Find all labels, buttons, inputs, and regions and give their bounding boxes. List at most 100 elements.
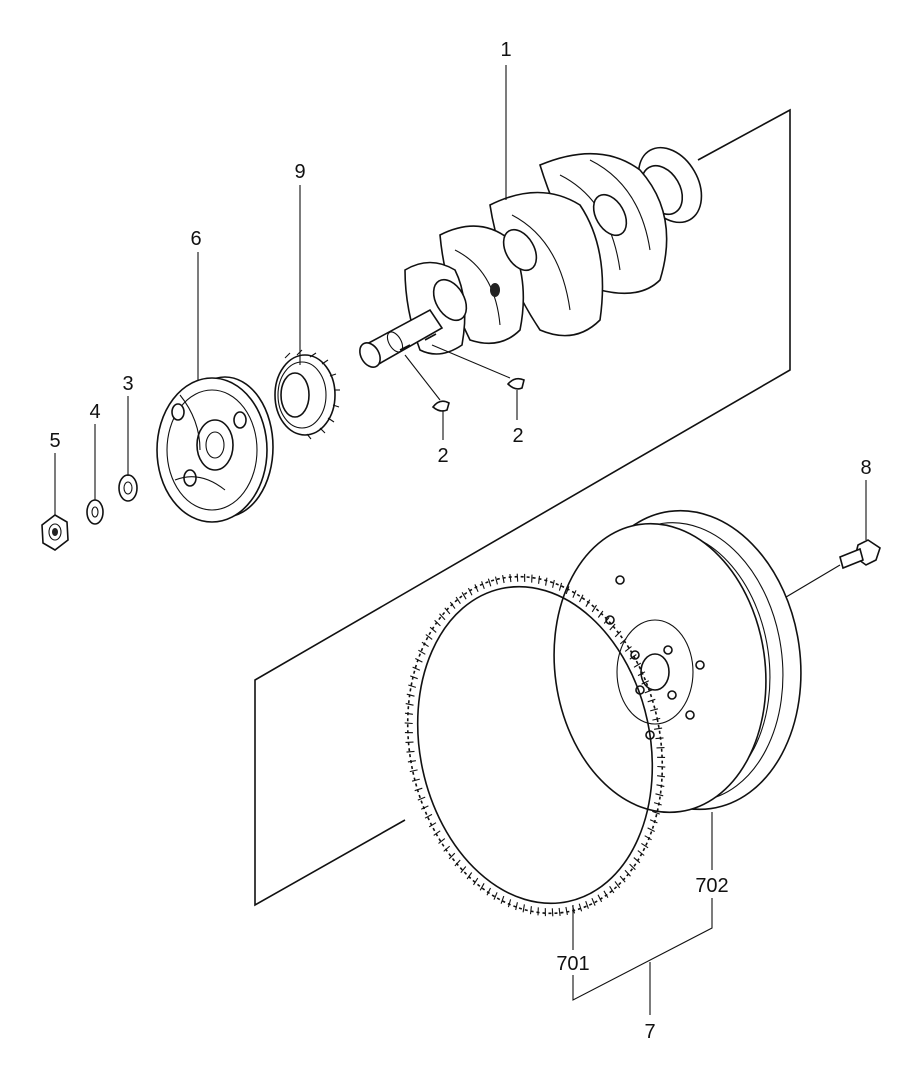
ring-gear-tooth	[409, 769, 418, 773]
ring-gear-tooth	[641, 842, 649, 849]
ring-gear-tooth	[509, 574, 512, 583]
ring-gear-tooth	[438, 838, 446, 844]
callout-5: 5	[49, 430, 60, 452]
callout-8: 8	[860, 457, 871, 479]
ring-gear-tooth	[461, 592, 467, 600]
callout-labels: 1 9 6 3 4 5 2 2 8 702 701 7	[49, 39, 871, 1043]
ring-gear-tooth	[578, 903, 583, 912]
crankshaft	[359, 146, 703, 401]
ring-gear-tooth	[558, 907, 561, 916]
ring-gear-tooth	[516, 573, 519, 582]
ring-gear-tooth	[609, 886, 615, 894]
ring-gear-tooth	[406, 750, 415, 753]
ring-gear-tooth	[434, 619, 441, 627]
ring-gear-tooth	[411, 778, 420, 782]
callout-1: 1	[500, 39, 511, 61]
callout-3: 3	[122, 373, 133, 395]
ring-gear-tooth	[502, 574, 505, 584]
ring-gear-tooth	[579, 594, 584, 603]
ring-gear-tooth	[444, 607, 451, 615]
ring-gear-tooth	[433, 830, 441, 836]
ring-gear-tooth	[652, 717, 661, 721]
ring-gear-tooth	[494, 576, 498, 585]
ring-gear-tooth	[637, 671, 646, 677]
ring-gear	[404, 573, 666, 917]
ring-gear-tooth	[644, 835, 652, 841]
ring-gear-tooth	[538, 575, 541, 584]
callout-2-left: 2	[437, 445, 448, 467]
ring-gear-tooth	[545, 577, 548, 586]
ring-gear-tooth	[500, 895, 505, 904]
ring-gear-tooth	[418, 649, 426, 655]
leader-lines	[54, 65, 867, 1015]
ring-gear-tooth	[653, 802, 662, 806]
ring-gear-tooth	[558, 582, 563, 591]
ring-gear-tooth	[466, 872, 473, 880]
ring-gear-tooth	[647, 827, 655, 832]
ring-gear-tooth	[487, 578, 492, 587]
ring-gear-tooth	[655, 793, 664, 797]
ring-gear-tooth	[585, 901, 589, 909]
assembly-frame-lines	[254, 108, 791, 907]
ring-gear-tooth	[552, 579, 555, 588]
ring-gear-tooth	[448, 852, 456, 860]
ring-gear-tooth	[649, 819, 658, 824]
ring-gear-tooth	[603, 890, 609, 898]
woodruff-key-a	[431, 400, 450, 412]
ring-gear-tooth	[474, 584, 479, 593]
ring-gear-tooth	[529, 906, 532, 915]
ring-gear-tooth	[455, 596, 461, 604]
ring-gear-tooth	[493, 892, 498, 900]
ring-gear-tooth	[624, 869, 631, 877]
ring-gear-tooth	[522, 904, 525, 913]
ring-gear-tooth	[424, 813, 433, 819]
ring-gear-tooth	[551, 908, 554, 917]
ring-gear-tooth	[404, 712, 413, 715]
woodruff-key-b	[506, 377, 525, 390]
ring-gear-tooth	[603, 616, 610, 624]
ring-gear-tooth	[473, 877, 479, 886]
ring-gear-tooth	[657, 775, 666, 778]
ring-gear-tooth	[650, 708, 659, 712]
ring-gear-tooth	[647, 698, 656, 703]
ring-gear-tooth	[406, 693, 415, 697]
ring-gear-tooth	[657, 765, 666, 768]
ring-gear-tooth	[410, 675, 418, 680]
ring-gear-tooth	[404, 722, 413, 725]
ring-gear-tooth	[421, 641, 429, 648]
ring-gear-tooth	[414, 787, 423, 792]
ring-gear-tooth	[439, 613, 446, 621]
ring-gear-tooth	[655, 737, 664, 740]
ring-gear-tooth	[417, 796, 426, 801]
ring-gear-tooth	[486, 887, 491, 896]
ring-gear-tooth	[597, 894, 603, 903]
crank-gear	[274, 349, 340, 440]
ring-gear-tooth	[454, 859, 461, 867]
lock-washer	[86, 499, 104, 525]
ring-gear-tooth	[515, 902, 518, 911]
flywheel	[553, 509, 802, 814]
ring-gear-tooth	[652, 810, 660, 815]
ring-gear-tooth	[428, 822, 437, 828]
crank-pulley	[156, 376, 274, 523]
ring-gear-tooth	[591, 897, 596, 906]
callout-9: 9	[294, 161, 305, 183]
ring-gear-tooth	[656, 784, 665, 787]
ring-gear-tooth	[412, 666, 421, 671]
ring-gear-tooth	[619, 638, 627, 645]
ring-gear-tooth	[644, 689, 653, 694]
ring-gear-tooth	[572, 590, 577, 598]
ring-gear-tooth	[637, 850, 645, 856]
ring-gear-tooth	[597, 610, 604, 618]
ring-gear-tooth	[460, 866, 467, 874]
ring-gear-tooth	[609, 623, 616, 631]
ring-gear-tooth	[429, 626, 437, 633]
ring-gear-tooth	[614, 881, 621, 889]
ring-gear-tooth	[425, 634, 433, 640]
ring-gear-tooth	[507, 899, 512, 908]
ring-gear-tooth	[467, 587, 473, 596]
ring-gear-tooth	[629, 654, 637, 660]
callout-4: 4	[89, 401, 100, 423]
callout-7: 7	[644, 1021, 655, 1043]
